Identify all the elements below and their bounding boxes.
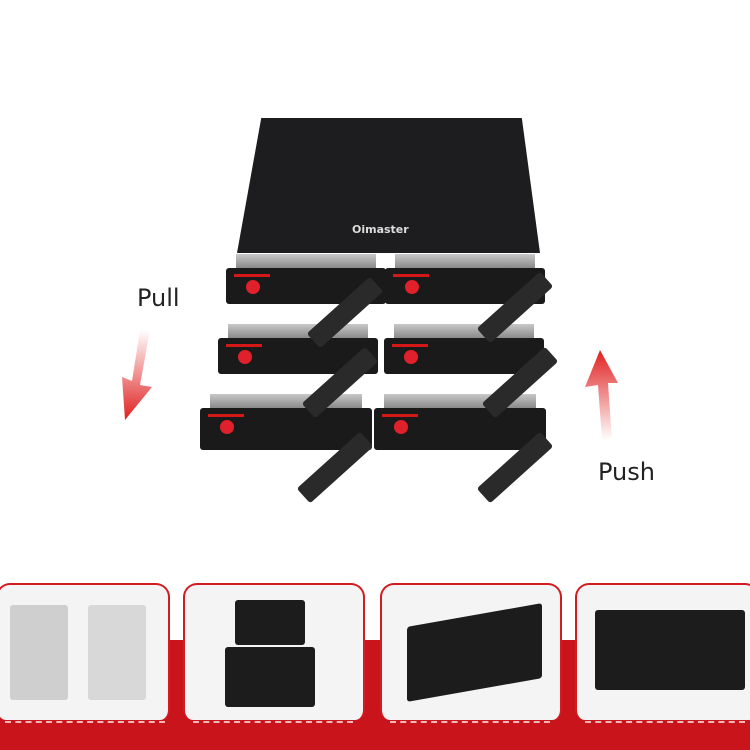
lock-knob-icon[interactable] — [246, 280, 260, 294]
gallery-tile-front[interactable] — [575, 583, 750, 720]
lock-knob-icon[interactable] — [404, 350, 418, 364]
pull-arrow-icon — [122, 330, 152, 420]
pull-label: Pull — [137, 284, 180, 312]
push-arrow-icon — [585, 350, 618, 440]
gallery-tile-open[interactable] — [183, 583, 365, 720]
gallery-tile-trays[interactable] — [0, 583, 170, 720]
lock-knob-icon[interactable] — [220, 420, 234, 434]
lock-knob-icon[interactable] — [394, 420, 408, 434]
lock-knob-icon[interactable] — [238, 350, 252, 364]
divider — [390, 721, 550, 723]
drive-tray[interactable] — [374, 394, 546, 450]
gallery-tile-angle[interactable] — [380, 583, 562, 720]
brand-logo: Oimaster — [352, 223, 409, 236]
divider — [193, 721, 353, 723]
enclosure-top — [237, 118, 540, 253]
divider — [5, 721, 165, 723]
lock-knob-icon[interactable] — [405, 280, 419, 294]
divider — [585, 721, 745, 723]
push-label: Push — [598, 458, 655, 486]
